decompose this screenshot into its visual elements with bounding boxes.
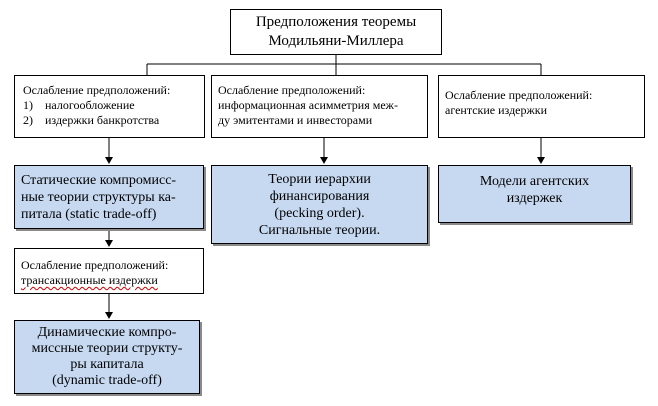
static-trade-off-theories-box: Статические компромисс- ные теории струк… [14, 165, 204, 229]
theory-line-1: Теории иерархии [268, 171, 371, 187]
list-text: издержки банкротства [45, 113, 160, 127]
assumption-box-transaction-costs: Ослабление предположений: трансакционные… [14, 248, 204, 294]
list-item: 2) издержки банкротства [23, 113, 204, 128]
assumption-box-information-asymmetry: Ослабление предположений: информационная… [211, 75, 428, 138]
theory-line-2: финансирования [269, 188, 370, 204]
pecking-order-theories-box: Теории иерархии финансирования (pecking … [211, 165, 428, 244]
theory-line-3: (pecking order). [274, 205, 365, 221]
list-number: 1) [23, 98, 33, 112]
dynamic-trade-off-theories-box: Динамические компро- миссные теории стру… [14, 320, 200, 394]
list-text: налогообложение [45, 98, 135, 112]
assumption-heading: Ослабление предположений: [21, 258, 169, 272]
title-line-1: Предположения теоремы [255, 14, 417, 30]
theory-line-2: ные теории структуры ка- [21, 190, 176, 205]
assumption-box-agency-costs: Ослабление предположений: агентские изде… [438, 75, 645, 138]
assumption-heading: Ослабление предположений: [23, 83, 171, 97]
assumption-box-tax-bankruptcy: Ослабление предположений: 1) налогооблож… [14, 75, 205, 138]
list-number: 2) [23, 113, 33, 127]
list-item: 1) налогообложение [23, 98, 204, 113]
assumption-heading: Ослабление предположений: [218, 83, 366, 97]
assumption-text-line-1: информационная асимметрия меж- [218, 98, 398, 112]
theory-line-2: издержек [506, 191, 563, 206]
assumption-text-line-1: трансакционные издержки [21, 273, 158, 287]
assumption-text-line-2: ду эмитентами и инвесторами [218, 113, 373, 127]
title-line-2: Модильяни-Миллера [268, 33, 404, 49]
theory-line-4: Сигнальные теории. [258, 222, 381, 238]
theory-line-1: Статические компромисс- [21, 173, 177, 188]
assumption-heading: Ослабление предположений: [445, 88, 593, 102]
agency-cost-models-box: Модели агентских издержек [438, 165, 631, 223]
theory-line-4: (dynamic trade-off) [52, 373, 162, 388]
theory-line-2: миссные теории структу- [31, 341, 183, 356]
theory-line-1: Модели агентских [479, 174, 590, 189]
theory-line-1: Динамические компро- [37, 325, 177, 340]
assumption-text-line-1: агентские издержки [445, 103, 548, 117]
mm-theorem-assumptions-box: Предположения теоремы Модильяни-Миллера [230, 9, 442, 55]
theory-line-3: питала (static trade-off) [21, 207, 157, 222]
theory-line-3: ры капитала [70, 357, 144, 372]
